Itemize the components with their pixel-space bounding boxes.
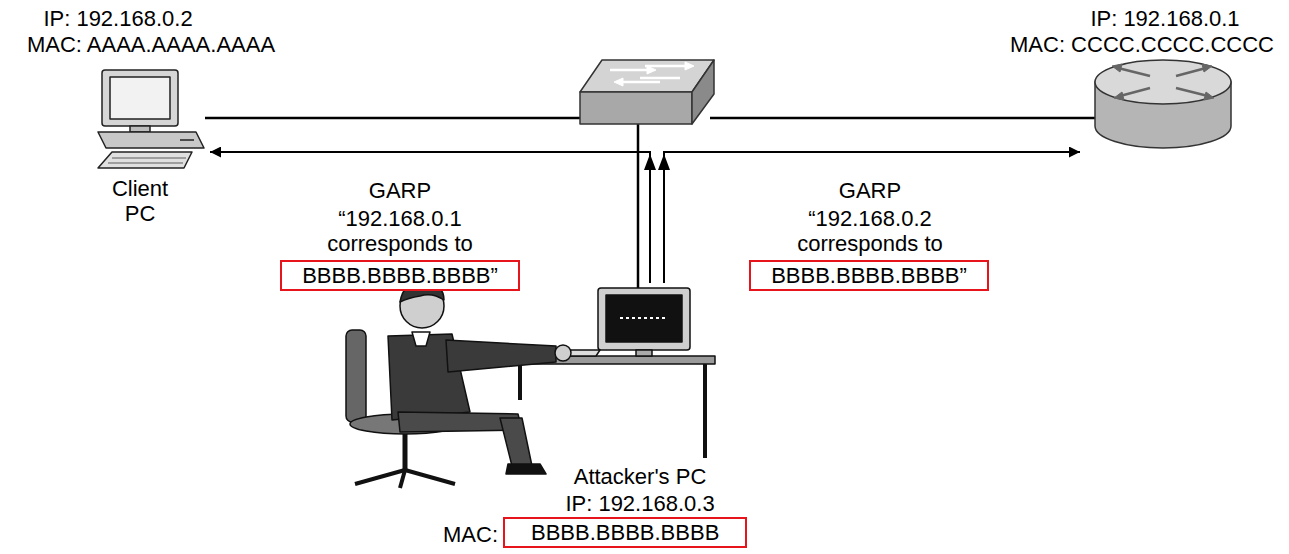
garp-message: BBBB.BBBB.BBBB” <box>749 260 989 291</box>
device-label: IP: 192.168.0.1 <box>1090 6 1239 31</box>
cable <box>205 117 580 120</box>
device-label: MAC: CCCC.CCCC.CCCC <box>1010 32 1274 57</box>
network-device: IP: 192.168.0.1MAC: CCCC.CCCC.CCCC <box>1080 56 1234 148</box>
garp-message: “192.168.0.2 corresponds to <box>785 206 955 256</box>
device-label: Client PC <box>100 176 180 226</box>
garp-message: BBBB.BBBB.BBBB” <box>280 260 520 291</box>
protocol-label: GARP <box>839 178 901 203</box>
garp-message: “192.168.0.1 corresponds to <box>315 206 485 256</box>
device-label: Attacker's PC <box>574 464 707 489</box>
device-label: MAC: AAAA.AAAA.AAAA <box>27 32 275 57</box>
device-label: IP: 192.168.0.2 <box>43 6 192 31</box>
network-device: Attacker's PCIP: 192.168.0.3MAC:BBBB.BBB… <box>570 283 710 443</box>
cable <box>710 117 1100 120</box>
client-pc-icon <box>98 70 204 168</box>
attacker-figure <box>346 282 715 488</box>
cable <box>637 124 640 290</box>
router-icon <box>1095 60 1231 148</box>
switch-icon <box>580 60 714 124</box>
device-label: BBBB.BBBB.BBBB <box>503 517 747 548</box>
device-label: IP: 192.168.0.3 <box>565 491 714 516</box>
protocol-label: GARP <box>369 178 431 203</box>
device-label: MAC: <box>443 522 498 547</box>
network-device: IP: 192.168.0.2MAC: AAAA.AAAA.AAAAClient… <box>92 66 210 174</box>
